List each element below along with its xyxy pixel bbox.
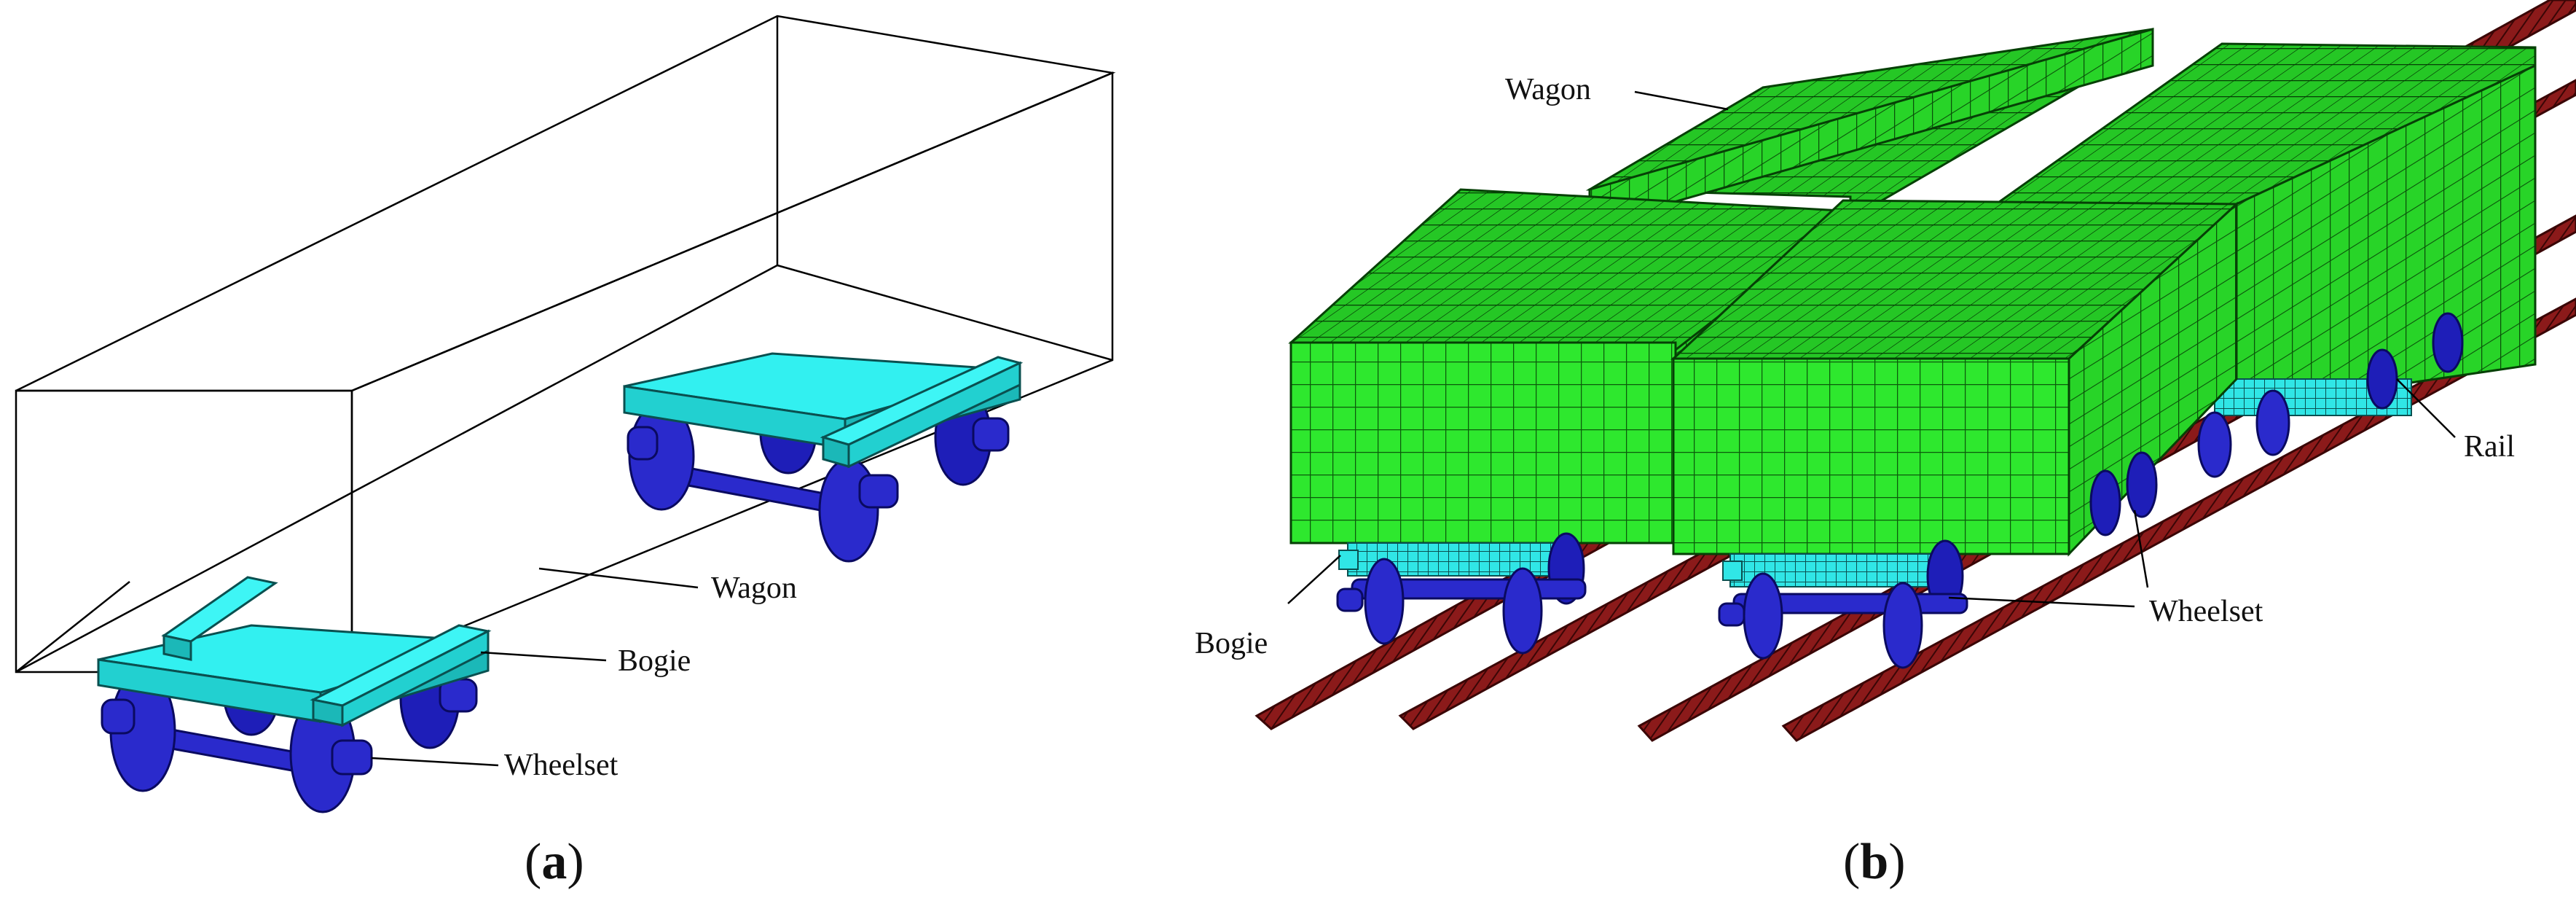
bogie-label-b: Bogie <box>1195 627 1268 660</box>
wagon-leader-b <box>1634 90 1729 111</box>
wheelset-label-b: Wheelset <box>2149 595 2263 628</box>
wagon-b-back-right <box>1992 42 2537 478</box>
front-bogie-a <box>97 576 492 813</box>
caption-b: (b) <box>1843 834 1906 890</box>
caption-a: (a) <box>525 834 584 890</box>
rail-leader-b <box>2396 378 2456 438</box>
panel-b: Wagon Bogie Wheelset Rail (b) <box>1195 0 2576 890</box>
wheelset-leader-b-1 <box>1948 596 2135 608</box>
wheelset-leader-a <box>371 757 499 767</box>
bogie-leader-a <box>480 651 607 662</box>
panel-a: Wagon Bogie Wheelset (a) <box>15 15 1116 890</box>
wagon-label-b: Wagon <box>1505 73 1591 106</box>
wagon-wireframe <box>15 15 1116 674</box>
wheelset-label-a: Wheelset <box>504 749 619 782</box>
wheelset-leader-b-2 <box>2133 509 2149 588</box>
bogie-leader-b <box>1287 555 1341 604</box>
front-bogie-frame-a <box>97 576 492 727</box>
rear-bogie-frame-a <box>623 352 1024 469</box>
wagon-label-a: Wagon <box>711 571 797 605</box>
bogie-b-back-right <box>2197 312 2464 478</box>
bogie-b-front-left <box>1336 532 1587 655</box>
leaders-b <box>1287 90 2456 608</box>
leaders-a <box>371 567 699 767</box>
rear-bogie-a <box>623 352 1024 563</box>
wagon-b-front-right <box>1670 199 2239 557</box>
bogie-label-a: Bogie <box>618 644 691 678</box>
wagon-leader-a <box>538 567 699 589</box>
rail-label-b: Rail <box>2464 430 2515 464</box>
bogie-b-front-right <box>1718 451 2158 669</box>
